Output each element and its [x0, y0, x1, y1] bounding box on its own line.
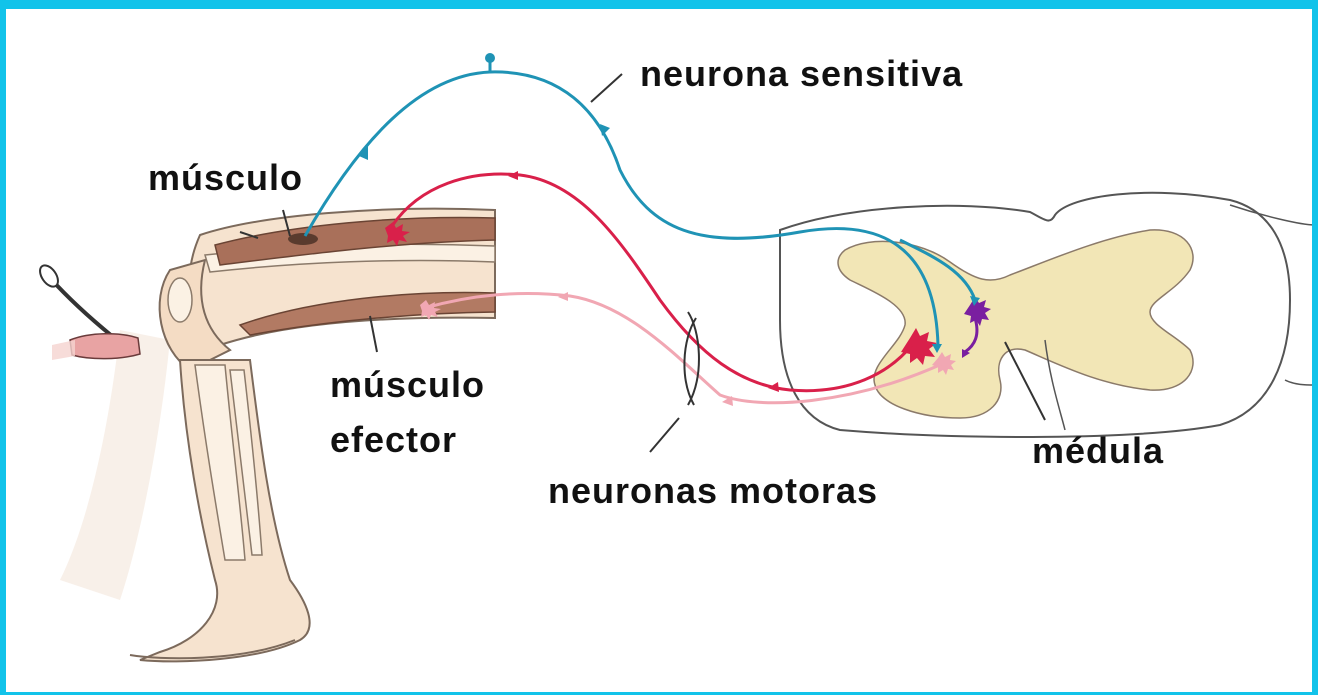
muscle-receptor — [288, 233, 318, 245]
reflex-hammer-icon — [36, 262, 140, 360]
label-musculo-efector-line2: efector — [330, 422, 457, 458]
cord-continuation-lower — [1285, 380, 1315, 385]
label-musculo: músculo — [148, 160, 303, 196]
sensory-ganglion — [485, 53, 495, 63]
motor-neurons-brace — [688, 312, 699, 405]
label-medula: médula — [1032, 433, 1164, 469]
leader-neuronas-motoras — [650, 418, 679, 452]
motor-arrow-pink-1 — [558, 292, 568, 301]
label-musculo-efector-line1: músculo — [330, 367, 485, 403]
patella — [168, 278, 192, 322]
leader-neurona-sensitiva — [591, 74, 622, 102]
leg-motion-ghost — [60, 330, 170, 600]
motor-arrow-red-1 — [508, 171, 518, 180]
label-neurona-sensitiva: neurona sensitiva — [640, 56, 963, 92]
leader-musculo-efector — [370, 316, 377, 352]
label-neuronas-motoras: neuronas motoras — [548, 473, 878, 509]
